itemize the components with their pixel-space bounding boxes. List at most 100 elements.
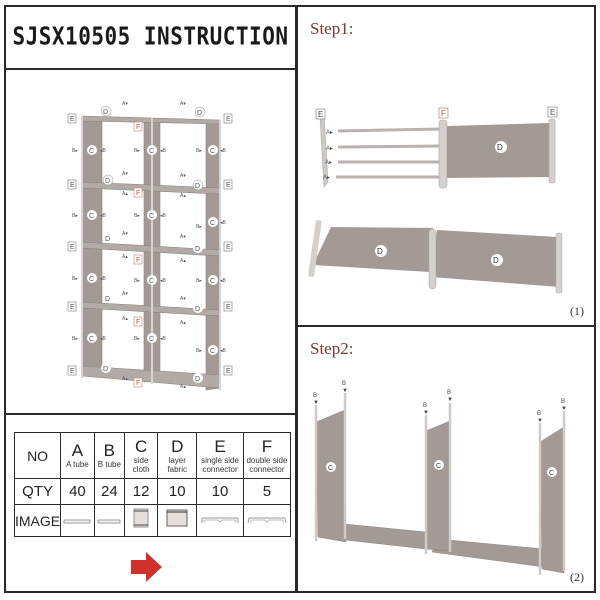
svg-text:C: C (328, 465, 333, 472)
svg-text:B: B (423, 403, 427, 409)
svg-text:E: E (70, 244, 75, 251)
svg-text:C: C (149, 278, 154, 285)
svg-text:◂B: ◂B (220, 148, 227, 154)
row-label-qty: QTY (13, 478, 62, 505)
step2-label: Step2: (310, 339, 354, 358)
svg-text:E: E (70, 116, 75, 123)
svg-text:A▾: A▾ (122, 171, 128, 177)
svg-text:E: E (550, 108, 555, 117)
step2-figure-number: (2) (570, 570, 584, 584)
svg-text:B: B (342, 381, 346, 387)
svg-text:A▸: A▸ (326, 130, 333, 136)
svg-text:B▸: B▸ (72, 336, 78, 342)
svg-text:B▸: B▸ (72, 276, 78, 282)
svg-text:A▾: A▾ (180, 234, 186, 240)
single-side-connector-icon (196, 504, 244, 537)
svg-text:A▾: A▾ (180, 296, 186, 302)
qty-d: 10 (157, 478, 198, 505)
row-label-no: NO (13, 432, 62, 479)
svg-text:B▸: B▸ (72, 148, 78, 154)
svg-text:C: C (89, 336, 94, 343)
svg-text:A▴: A▴ (180, 320, 186, 326)
svg-text:▼: ▼ (537, 418, 543, 424)
step2-panel: Step2: B▼ B▼ B▼ B▼ B▼ B▼ C (296, 325, 596, 593)
f-connector-labels: F F F F F (133, 121, 143, 388)
qty-b: 24 (93, 478, 126, 505)
svg-text:B▸: B▸ (134, 336, 140, 342)
svg-text:◂B: ◂B (160, 278, 167, 284)
svg-text:C: C (89, 213, 94, 220)
table-row-image: IMAGE (13, 504, 292, 537)
svg-text:E: E (226, 244, 231, 251)
svg-text:D: D (195, 306, 200, 313)
qty-f: 5 (242, 478, 292, 505)
svg-text:E: E (318, 110, 323, 119)
svg-text:A▴: A▴ (122, 376, 128, 382)
svg-text:A▾: A▾ (180, 101, 186, 107)
svg-text:A▴: A▴ (122, 316, 128, 322)
qty-e: 10 (196, 478, 244, 505)
svg-text:C: C (210, 220, 215, 227)
step2-illustration: B▼ B▼ B▼ B▼ B▼ B▼ C C C (313, 381, 567, 575)
svg-text:D: D (377, 247, 383, 256)
svg-text:◂B: ◂B (220, 278, 227, 284)
qty-c: 12 (124, 478, 159, 505)
svg-text:E: E (70, 304, 75, 311)
svg-text:A▴: A▴ (122, 254, 128, 260)
svg-text:◂B: ◂B (220, 348, 227, 354)
svg-text:D: D (497, 143, 503, 152)
right-arrow-icon (131, 552, 162, 582)
svg-text:▼: ▼ (342, 388, 348, 394)
svg-text:D: D (195, 183, 200, 190)
svg-text:D: D (105, 296, 110, 303)
svg-text:B: B (313, 393, 317, 399)
a-b-tube-markers: A▾A▾ A▾A▾ A▴A▴ A▾A▾ A▴A▴ A▾A▾ A▴A▴ A▴A▴ … (72, 101, 227, 390)
step1-figure-number: (1) (570, 304, 584, 318)
svg-text:B▸: B▸ (72, 213, 78, 219)
svg-text:▼: ▼ (313, 400, 319, 406)
svg-text:A▸: A▸ (325, 160, 332, 166)
svg-text:C: C (149, 336, 154, 343)
svg-text:C: C (89, 148, 94, 155)
svg-text:A▾: A▾ (122, 231, 128, 237)
svg-text:A▴: A▴ (180, 193, 186, 199)
svg-text:F: F (136, 124, 140, 131)
svg-text:◂B: ◂B (220, 220, 227, 226)
svg-text:C: C (210, 348, 215, 355)
step1-panel: Step1: D A▸A▸A▸A▸ E F E (296, 5, 596, 327)
svg-text:B▸: B▸ (134, 148, 140, 154)
qty-a: 40 (60, 478, 95, 505)
svg-text:E: E (226, 182, 231, 189)
svg-text:▼: ▼ (423, 410, 429, 416)
svg-text:B▸: B▸ (196, 278, 202, 284)
table-row-qty: QTY 40 24 12 10 10 5 (13, 478, 292, 505)
svg-text:F: F (136, 380, 140, 387)
svg-text:C: C (149, 148, 154, 155)
svg-text:▼: ▼ (447, 397, 453, 403)
svg-text:◂B: ◂B (100, 148, 107, 154)
layer-fabric-icon (157, 504, 198, 537)
svg-text:B: B (447, 390, 451, 396)
svg-text:A▴: A▴ (122, 191, 128, 197)
step1-illustration: D A▸A▸A▸A▸ E F E D D (308, 106, 563, 294)
svg-text:▼: ▼ (561, 406, 567, 412)
c-side-cloth-labels: C C C (326, 460, 557, 477)
row-label-image: IMAGE (13, 504, 62, 537)
svg-text:C: C (210, 278, 215, 285)
svg-text:E: E (70, 182, 75, 189)
step1-upper-assembly: D A▸A▸A▸A▸ E F E (315, 106, 558, 189)
a-tube-icon (60, 504, 95, 537)
svg-text:A▾: A▾ (180, 173, 186, 179)
svg-text:A▴: A▴ (180, 258, 186, 264)
b-tube-icon (93, 504, 126, 537)
svg-text:C: C (436, 463, 441, 470)
svg-text:B▸: B▸ (134, 278, 140, 284)
svg-text:◂B: ◂B (160, 213, 167, 219)
svg-text:◂B: ◂B (100, 213, 107, 219)
svg-text:D: D (105, 178, 110, 185)
